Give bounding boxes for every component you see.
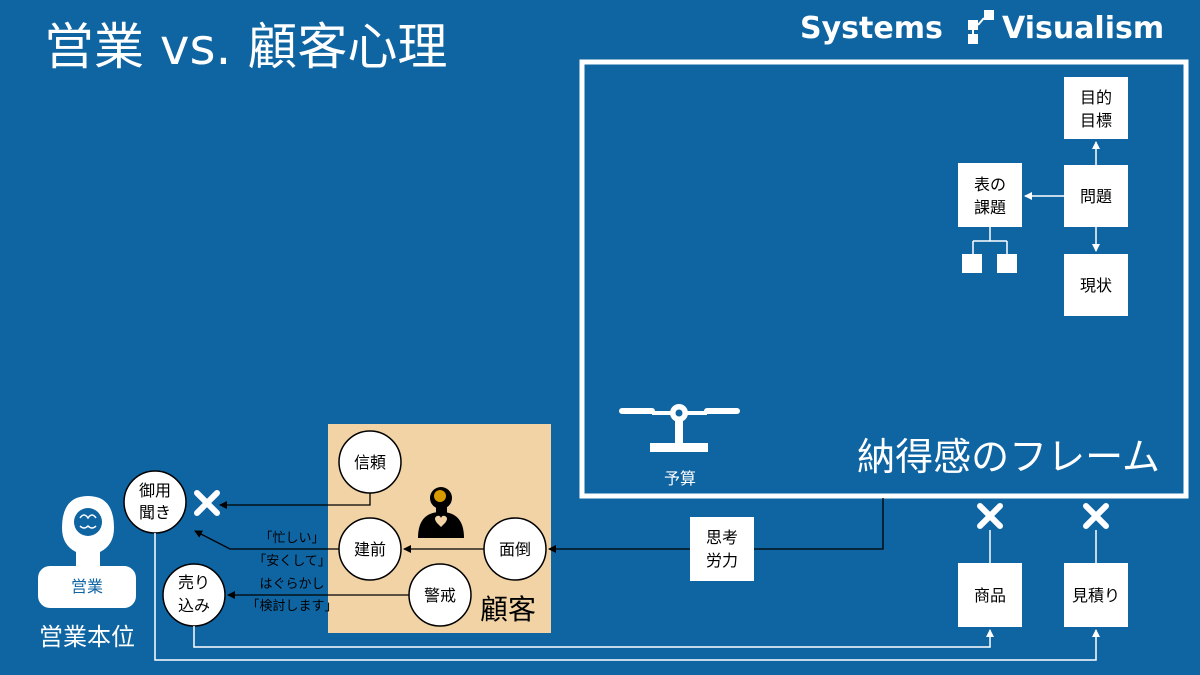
purpose-line2: 目標 xyxy=(1080,111,1112,130)
arrow-hard-sell-to-product xyxy=(193,626,994,648)
hard-sell-line1: 売り xyxy=(178,573,210,592)
line-frame-to-effort xyxy=(754,498,884,550)
satisfaction-frame xyxy=(579,59,1189,499)
sub-issue-node xyxy=(997,254,1017,273)
hard-sell-line2: 込み xyxy=(178,596,210,615)
estimate-label: 見積り xyxy=(1072,586,1120,605)
order-taking-line2: 聞き xyxy=(139,503,171,522)
thinking-effort-box: 思考 労力 xyxy=(690,517,754,581)
product-box: 商品 xyxy=(958,563,1022,627)
current-state-box: 現状 xyxy=(1064,254,1128,316)
evade-quote: はぐらかし xyxy=(259,577,324,592)
balance-scale-icon xyxy=(619,404,740,452)
heart-icon xyxy=(435,515,447,527)
estimate-box: 見積り xyxy=(1064,563,1128,627)
sub-issue-tree xyxy=(962,227,1017,273)
cross-icon xyxy=(1083,503,1109,529)
surface-issue-box: 表の 課題 xyxy=(958,163,1022,227)
budget-label: 予算 xyxy=(664,469,696,488)
brain-icon xyxy=(434,490,446,502)
hard-sell-node: 売り 込み xyxy=(162,563,226,627)
sub-issue-node xyxy=(962,254,982,273)
problem-box: 問題 xyxy=(1064,165,1128,227)
purpose-box: 目的 目標 xyxy=(1064,77,1128,139)
sales-oriented-label: 営業本位 xyxy=(39,623,135,651)
trust-node: 信頼 xyxy=(338,430,402,494)
consider-quote: 「検討します」 xyxy=(246,598,337,614)
page-title: 営業 vs. 顧客心理 xyxy=(44,18,447,76)
cheap-quote: 「安くして」 xyxy=(253,554,331,569)
order-taking-node: 御用 聞き xyxy=(123,470,187,534)
trust-label: 信頼 xyxy=(354,453,386,472)
frame-label: 納得感のフレーム xyxy=(857,435,1160,479)
surface-issue-line2: 課題 xyxy=(974,198,1006,217)
thinking-effort-line1: 思考 xyxy=(706,528,738,547)
logo-mark-icon xyxy=(968,10,994,44)
arrow-trust-to-cross xyxy=(219,493,371,509)
hassle-label: 面倒 xyxy=(499,540,531,559)
busy-quote: 「忙しい」 xyxy=(259,531,324,546)
current-state-label: 現状 xyxy=(1080,276,1112,295)
product-label: 商品 xyxy=(974,586,1006,605)
salesperson-icon xyxy=(38,496,136,608)
order-taking-line1: 御用 xyxy=(139,481,171,500)
thinking-effort-line2: 労力 xyxy=(706,551,738,570)
facade-label: 建前 xyxy=(354,540,386,559)
facade-node: 建前 xyxy=(338,517,402,581)
systems-visualism-logo: Systems Visualism xyxy=(800,10,1164,46)
arrow-order-taking-to-estimate xyxy=(154,533,1100,661)
logo-right-word: Visualism xyxy=(1002,11,1164,46)
arrow-facade-to-order-taking xyxy=(194,530,339,550)
hassle-node: 面倒 xyxy=(483,517,547,581)
cross-icon xyxy=(977,503,1003,529)
purpose-line1: 目的 xyxy=(1080,88,1112,107)
problem-label: 問題 xyxy=(1080,187,1112,206)
brain-icon xyxy=(74,508,102,536)
customer-label: 顧客 xyxy=(480,593,536,626)
customer-head-icon xyxy=(418,487,464,538)
surface-issue-line1: 表の xyxy=(974,175,1006,194)
logo-left-word: Systems xyxy=(800,11,943,46)
salesperson-badge: 営業 xyxy=(71,577,103,596)
cross-icon xyxy=(194,490,220,516)
wariness-label: 警戒 xyxy=(424,586,456,605)
wariness-node: 警戒 xyxy=(408,563,472,627)
